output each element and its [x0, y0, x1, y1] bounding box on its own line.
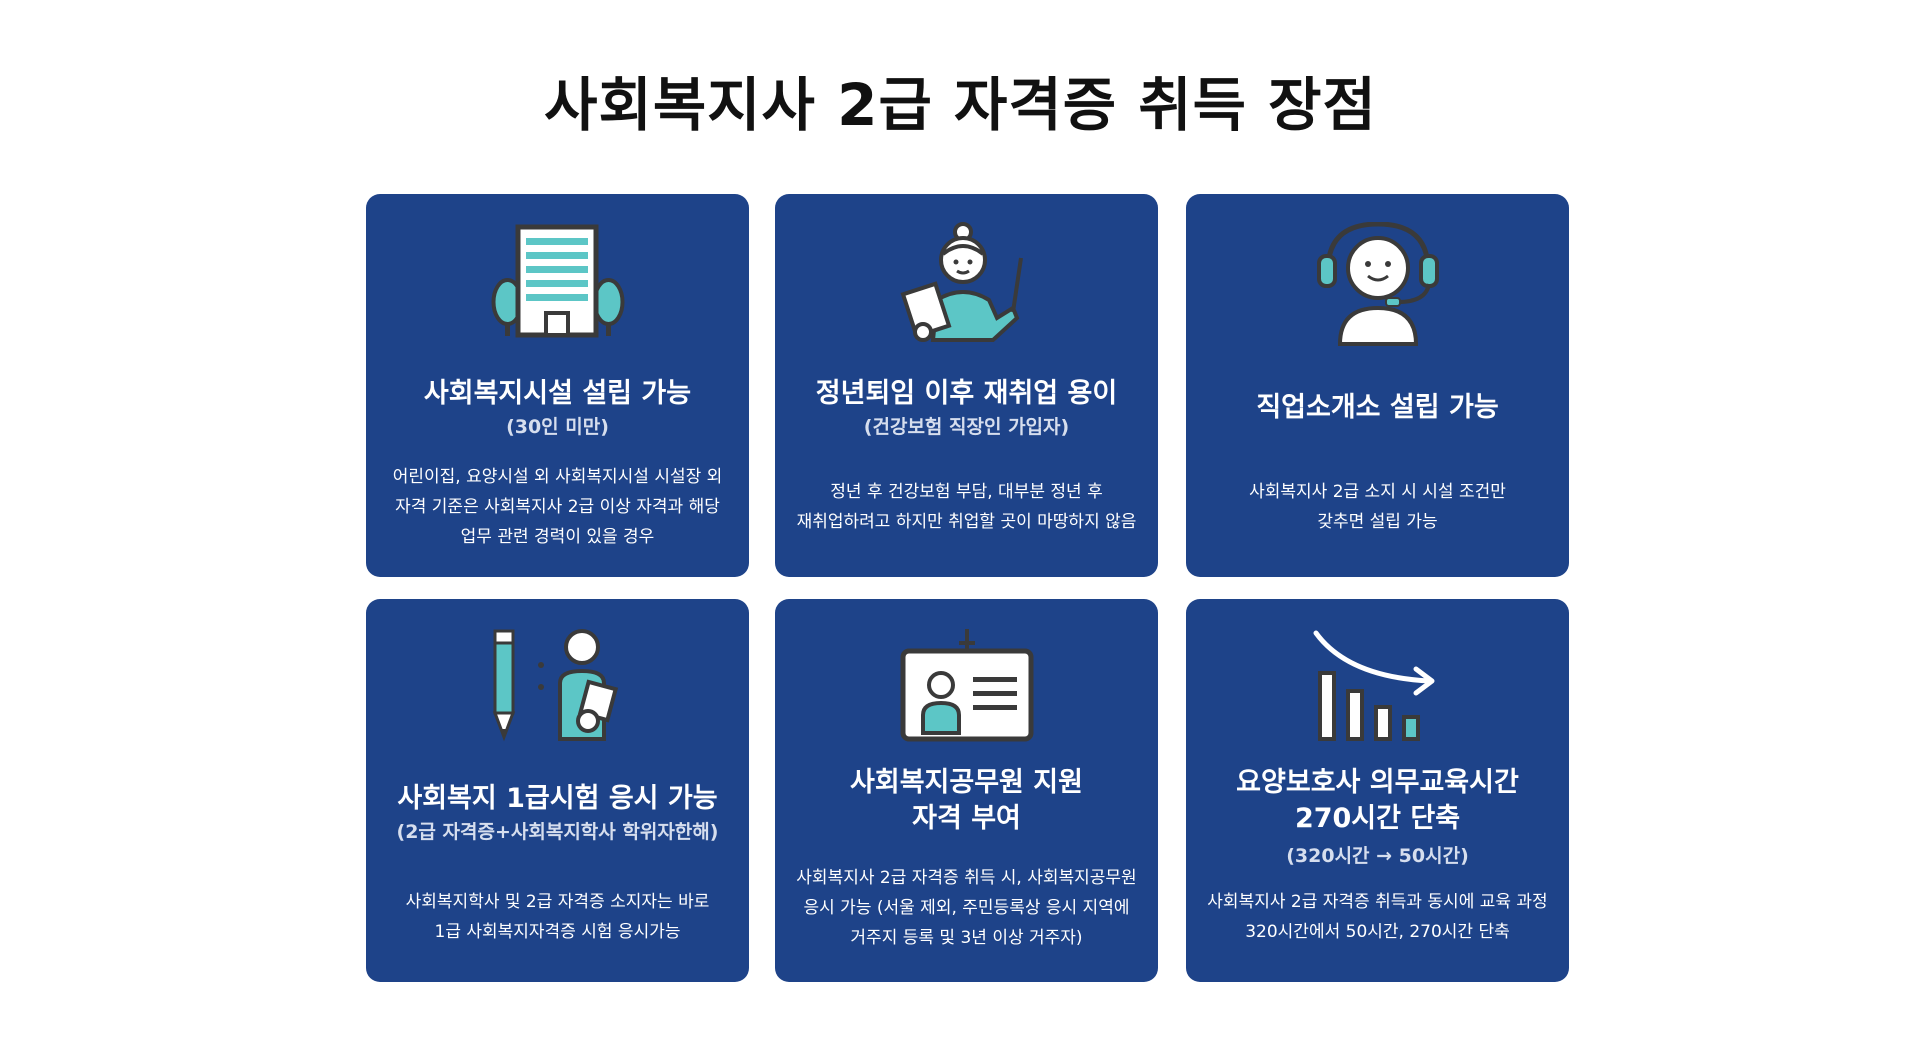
- card-description: 사회복지사 2급 자격증 취득 시, 사회복지공무원 응시 가능 (서울 제외,…: [796, 868, 1137, 948]
- card-subtitle: (320시간 → 50시간): [1286, 845, 1469, 867]
- card-description: 사회복지사 2급 소지 시 시설 조건만 갖추면 설립 가능: [1249, 482, 1506, 532]
- card-title: 요양보호사 의무교육시간 270시간 단축: [1236, 767, 1519, 834]
- elderly-teacher-icon: [775, 222, 1158, 346]
- headset-agent-icon: [1186, 222, 1569, 346]
- card-subtitle: (30인 미만): [506, 416, 609, 438]
- card-title: 정년퇴임 이후 재취업 용이: [815, 378, 1118, 409]
- card-title: 사회복지시설 설립 가능: [423, 378, 692, 409]
- page-title: 사회복지사 2급 자격증 취득 장점: [544, 71, 1377, 139]
- card-description: 정년 후 건강보험 부담, 대부분 정년 후 재취업하려고 하지만 취업할 곳이…: [796, 482, 1137, 532]
- card-public-servant: 사회복지공무원 지원 자격 부여 사회복지사 2급 자격증 취득 시, 사회복지…: [775, 599, 1158, 982]
- card-reemployment: 정년퇴임 이후 재취업 용이 (건강보험 직장인 가입자) 정년 후 건강보험 …: [775, 194, 1158, 577]
- card-subtitle: (2급 자격증+사회복지학사 학위자한해): [396, 821, 719, 843]
- card-title: 사회복지 1급시험 응시 가능: [397, 783, 718, 814]
- card-subtitle: (건강보험 직장인 가입자): [863, 416, 1070, 438]
- card-first-grade-exam: 사회복지 1급시험 응시 가능 (2급 자격증+사회복지학사 학위자한해) 사회…: [366, 599, 749, 982]
- building-trees-icon: [366, 222, 749, 346]
- card-description: 어린이집, 요양시설 외 사회복지시설 시설장 외 자격 기준은 사회복지사 2…: [392, 467, 723, 547]
- card-description: 사회복지학사 및 2급 자격증 소지자는 바로 1급 사회복지자격증 시험 응시…: [405, 892, 710, 942]
- card-title: 직업소개소 설립 가능: [1256, 392, 1499, 423]
- declining-bars-icon: [1186, 627, 1569, 751]
- card-job-agency: 직업소개소 설립 가능 사회복지사 2급 소지 시 시설 조건만 갖추면 설립 …: [1186, 194, 1569, 577]
- card-title: 사회복지공무원 지원 자격 부여: [850, 767, 1083, 834]
- id-card-icon: [775, 627, 1158, 751]
- card-description: 사회복지사 2급 자격증 취득과 동시에 교육 과정 320시간에서 50시간,…: [1207, 892, 1548, 942]
- card-care-worker-training: 요양보호사 의무교육시간 270시간 단축 (320시간 → 50시간) 사회복…: [1186, 599, 1569, 982]
- card-welfare-facility: 사회복지시설 설립 가능 (30인 미만) 어린이집, 요양시설 외 사회복지시…: [366, 194, 749, 577]
- pencil-exam-icon: [366, 627, 749, 751]
